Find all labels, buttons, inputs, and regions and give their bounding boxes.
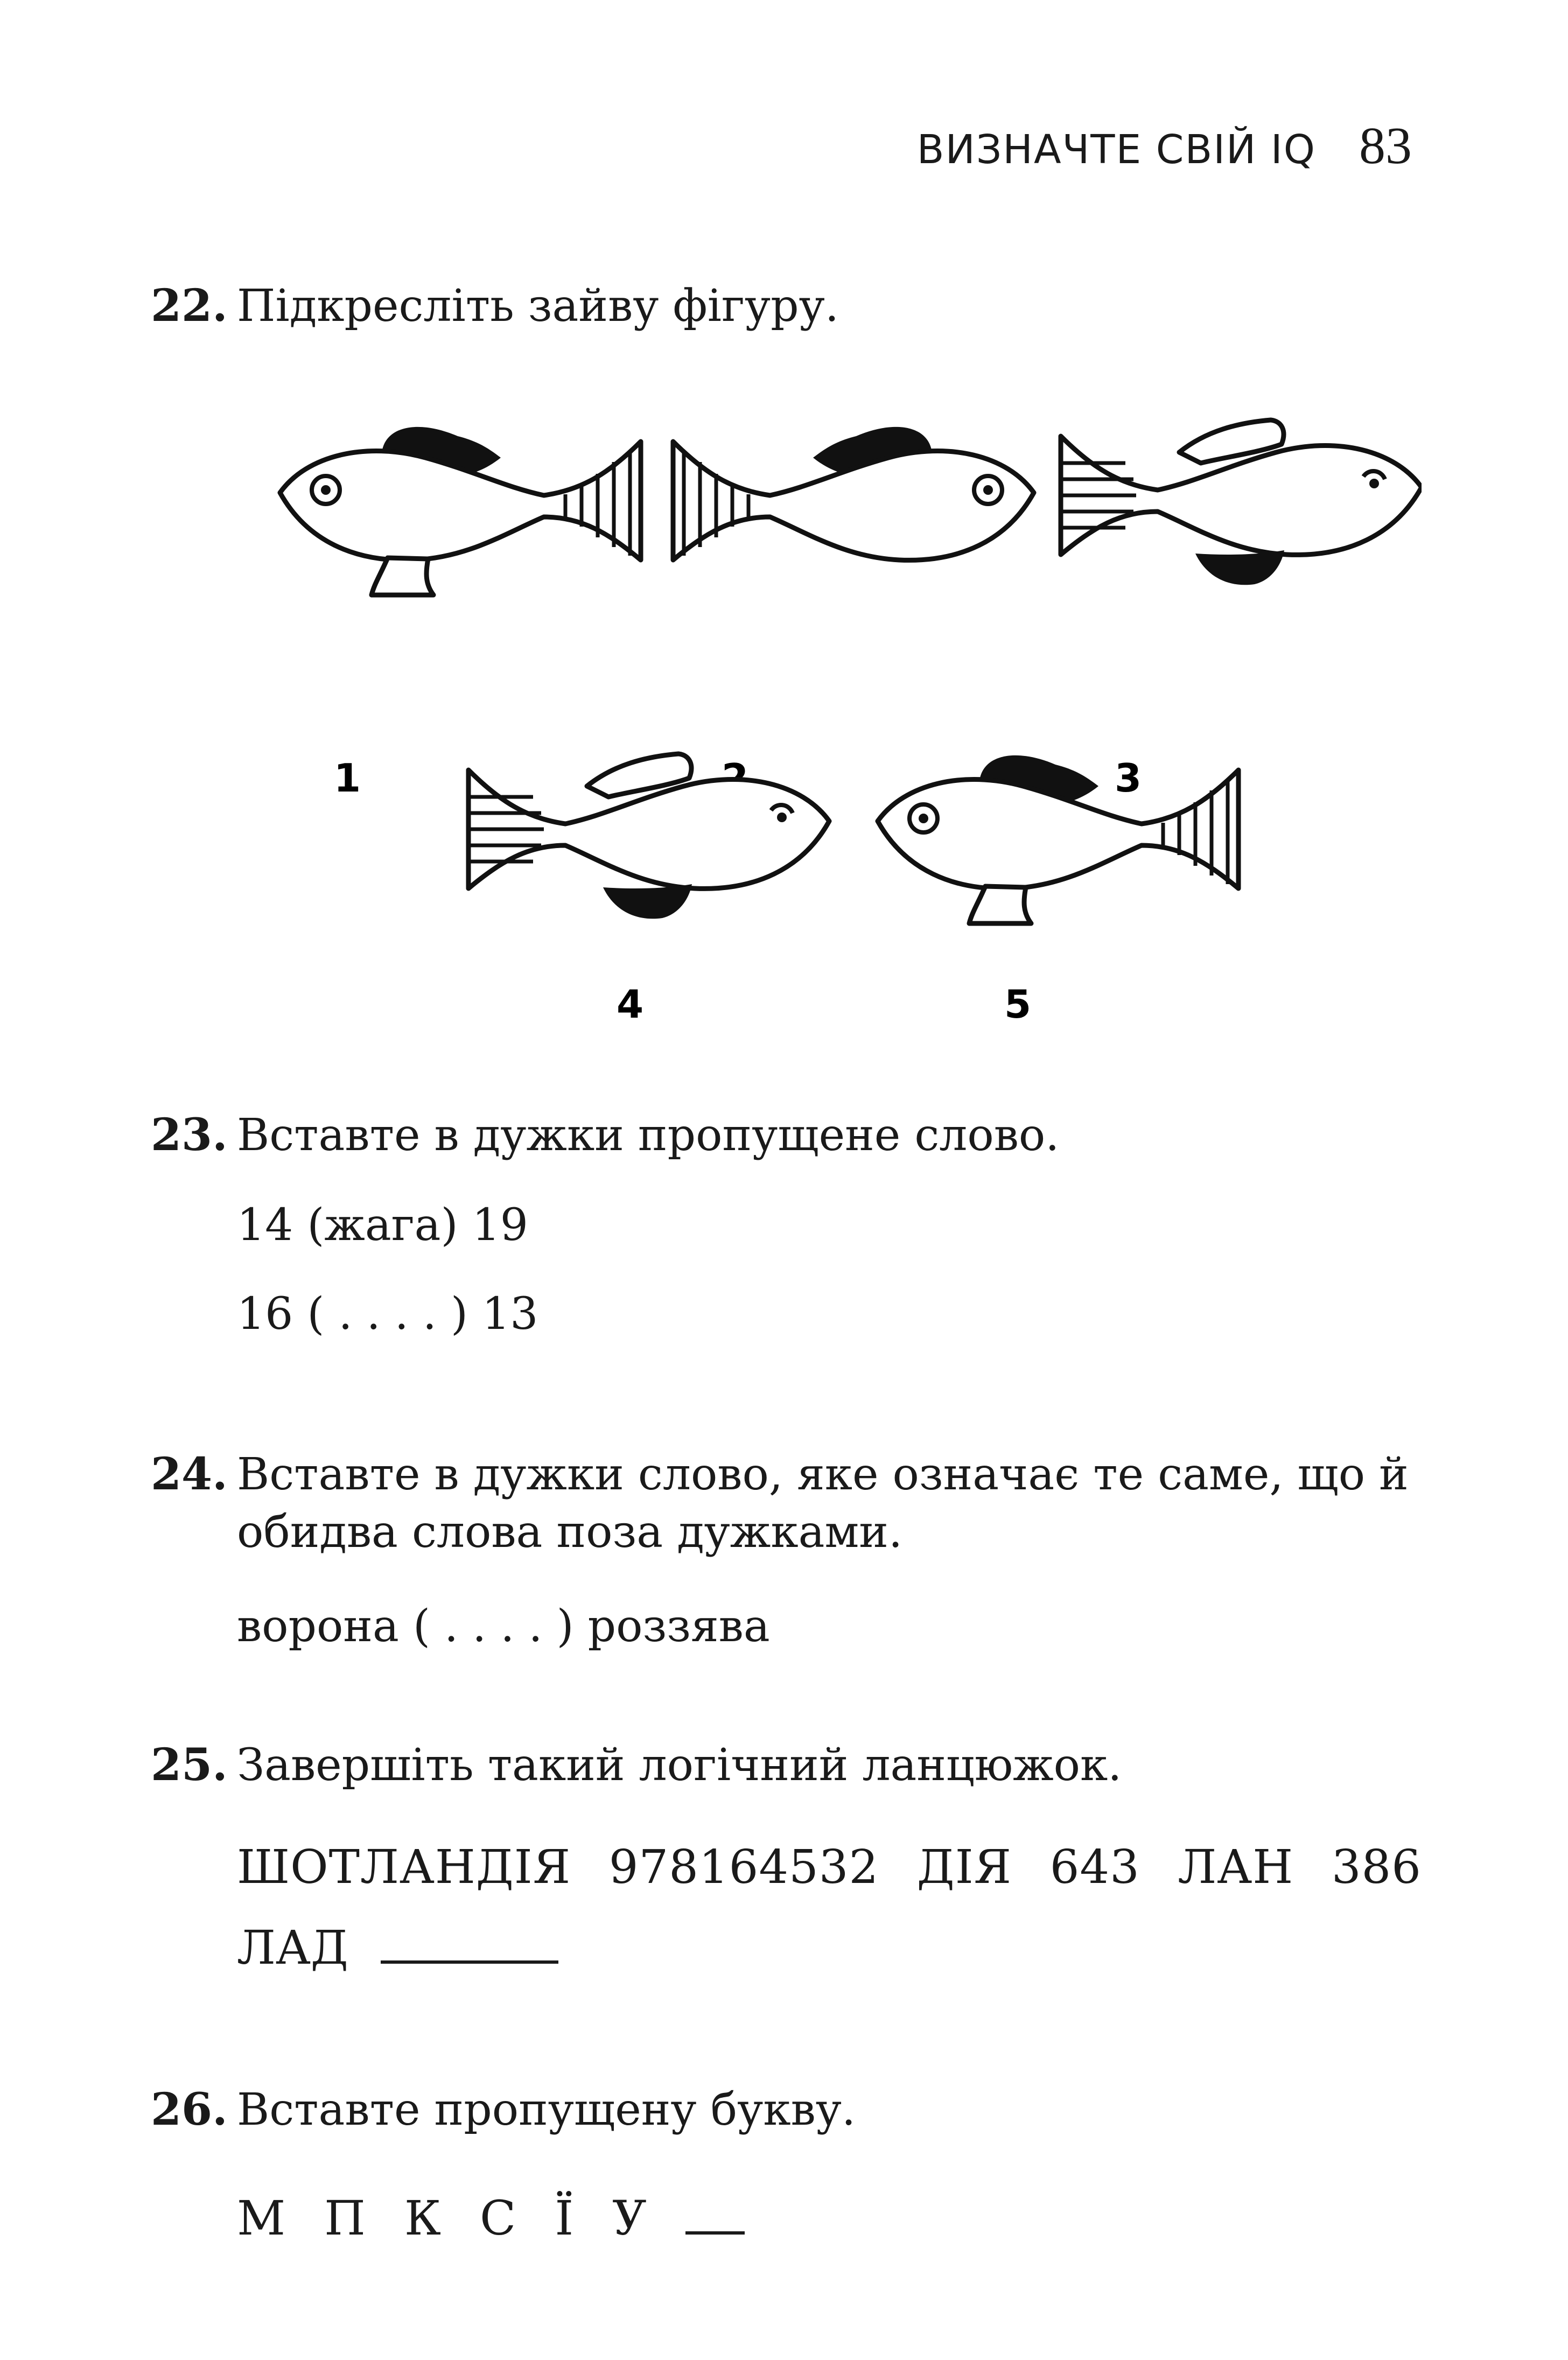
- chain-item: 978164532: [608, 1840, 879, 1894]
- chain-item: ЛАН: [1178, 1840, 1294, 1894]
- question-text-continued: обидва слова поза дужками.: [237, 1507, 903, 1558]
- question-text: Вставте в дужки слово, яке означає те са…: [237, 1449, 1409, 1500]
- chain-item: ШОТЛАНДІЯ: [237, 1840, 571, 1894]
- running-header: ВИЗНАЧТЕ СВІЙ IQ 83: [917, 116, 1412, 176]
- question-number: 22.: [151, 280, 228, 332]
- fish-1-icon: [280, 426, 641, 595]
- chain-item: ЛАД: [237, 1921, 348, 1975]
- question-number: 26.: [151, 2084, 228, 2135]
- question-24: 24. Вставте в дужки слово, яке означає т…: [151, 1443, 1422, 1652]
- fish-label-5: 5: [1004, 982, 1031, 1027]
- puzzle-line: ворона ( . . . . ) роззява: [237, 1601, 770, 1652]
- question-23: 23. Вставте в дужки пропущене слово. 14 …: [151, 1104, 1422, 1340]
- question-26: 26. Вставте пропущену букву. М П К С Ї У: [151, 2078, 1422, 2246]
- answer-blank[interactable]: [380, 1928, 558, 1964]
- letters-line: М П К С Ї У: [237, 2190, 1422, 2246]
- fish-figure: 1 2: [258, 417, 1422, 1027]
- chain-last-line: ЛАД: [237, 1921, 1422, 1975]
- chain-line: ШОТЛАНДІЯ 978164532 ДІЯ 643 ЛАН 386: [237, 1840, 1422, 1894]
- chain-item: 643: [1049, 1840, 1140, 1894]
- example-line: 14 (жага) 19: [237, 1200, 528, 1251]
- letter: Ї: [555, 2190, 574, 2246]
- answer-blank[interactable]: [685, 2199, 745, 2235]
- fish-2-icon: [673, 426, 1034, 561]
- question-text: Завершіть такий логічний ланцюжок.: [237, 1740, 1122, 1791]
- question-text: Вставте пропущену букву.: [237, 2084, 856, 2135]
- fish-label-4: 4: [617, 982, 643, 1027]
- fish-3-icon: [1061, 417, 1422, 585]
- fish-4-icon: [468, 751, 829, 919]
- running-title: ВИЗНАЧТЕ СВІЙ IQ: [916, 127, 1316, 173]
- question-text: Вставте в дужки пропущене слово.: [237, 1110, 1060, 1161]
- puzzle-line: 16 ( . . . . ) 13: [237, 1288, 538, 1340]
- chain-item: ДІЯ: [916, 1840, 1012, 1894]
- letter: С: [479, 2190, 516, 2246]
- question-22: 22. Підкресліть зайву фігуру.: [151, 275, 1422, 338]
- question-number: 24.: [151, 1448, 228, 1500]
- question-number: 23.: [151, 1109, 228, 1161]
- question-25: 25. Завершіть такий логічний ланцюжок. Ш…: [151, 1734, 1422, 1975]
- letter: М: [237, 2190, 286, 2246]
- question-text: Підкресліть зайву фігуру.: [237, 281, 839, 332]
- question-number: 25.: [151, 1739, 228, 1791]
- letter: К: [404, 2190, 441, 2246]
- chain-item: 386: [1331, 1840, 1422, 1894]
- page-number: 83: [1359, 117, 1412, 175]
- fish-label-3: 3: [1115, 755, 1142, 801]
- fish-label-1: 1: [334, 755, 361, 801]
- letter: П: [324, 2190, 366, 2246]
- letter: У: [612, 2190, 647, 2246]
- fish-5-icon: [878, 755, 1238, 923]
